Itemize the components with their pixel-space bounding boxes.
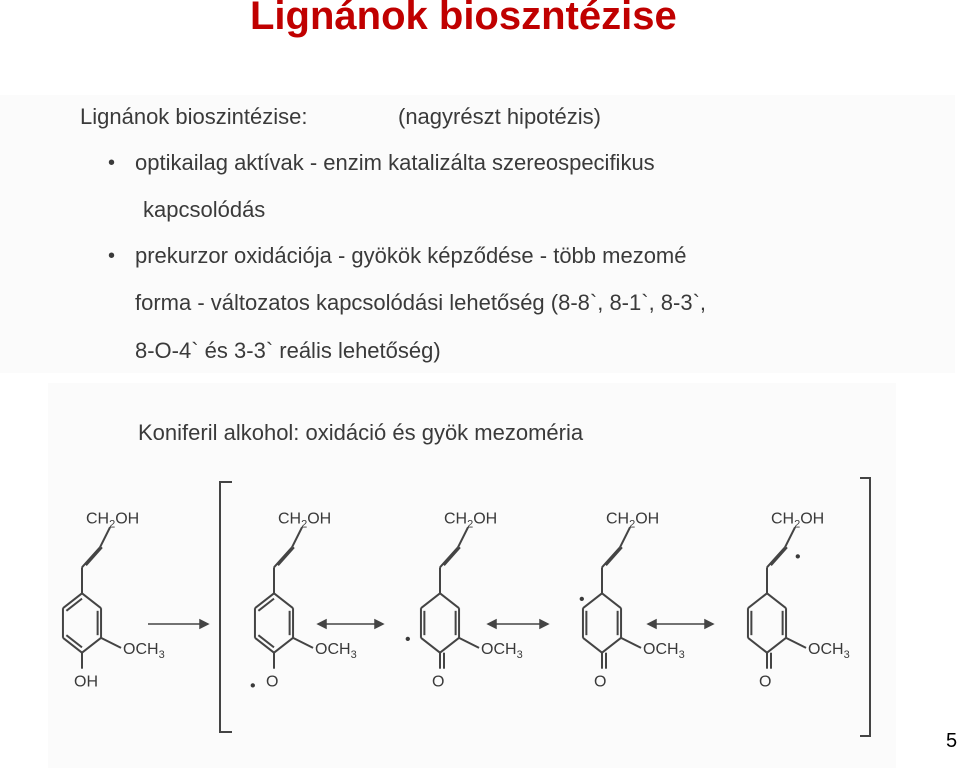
ch2oh-label: CH2OH <box>606 510 659 530</box>
chain-bond <box>766 546 786 568</box>
arrow-head <box>374 618 385 630</box>
arrows <box>148 618 715 630</box>
ring-bond <box>439 637 460 654</box>
ring-bond <box>582 592 603 609</box>
reaction-scheme: CH2OHOCH3OHCH2OHOCH3O•CH2OHOCH3O•CH2OHOC… <box>61 477 871 737</box>
chain-bond <box>619 526 631 548</box>
bullet1-line2: kapcsolódás <box>143 197 266 222</box>
ring-bond <box>601 592 622 609</box>
bullet1-line1: optikailag aktívak - enzim katalizálta s… <box>135 150 655 175</box>
scanned-text-panel <box>0 95 955 373</box>
ring-bond <box>81 592 102 609</box>
ring-bond <box>766 637 787 654</box>
ring-double-bond <box>257 597 275 612</box>
chain-bond <box>273 546 293 568</box>
chain-bond <box>99 526 111 548</box>
slide-title: Lignánok bioszntézise <box>250 0 677 38</box>
ring-bond <box>439 592 460 609</box>
arrow-head <box>539 618 550 630</box>
molecules: CH2OHOCH3OHCH2OHOCH3O•CH2OHOCH3O•CH2OHOC… <box>61 510 850 695</box>
ch2oh-label: CH2OH <box>278 510 331 530</box>
methoxy-bond <box>458 636 480 649</box>
bullet-marker: • <box>108 245 116 267</box>
oxygen-label: O <box>594 674 606 691</box>
och3-label: OCH3 <box>315 641 357 661</box>
chain-bond <box>439 546 459 568</box>
methoxy-bond <box>785 636 807 649</box>
methoxy-bond <box>620 636 642 649</box>
arrow-head <box>199 618 210 630</box>
left-bracket <box>219 481 232 733</box>
oxygen-label: O <box>432 674 444 691</box>
radical-dot: • <box>405 631 411 648</box>
page-number: 5 <box>946 730 958 752</box>
radical-dot: • <box>795 548 801 565</box>
ring-bond <box>582 637 603 654</box>
oxygen-label: O <box>759 674 771 691</box>
chain-bond <box>784 526 796 548</box>
chain-double-bond <box>85 546 103 566</box>
chain-bond <box>601 546 621 568</box>
scan-heading: Lignánok bioszintézise: <box>80 104 308 129</box>
arrow-head <box>486 618 497 630</box>
arrow-head <box>316 618 327 630</box>
scanned-scheme-panel <box>48 383 896 768</box>
och3-label: OCH3 <box>643 641 685 661</box>
ring-bond <box>273 637 294 654</box>
bullet2-line2: forma - változatos kapcsolódási lehetősé… <box>135 290 707 315</box>
radical-dot: • <box>250 678 256 695</box>
ring-bond <box>601 637 622 654</box>
right-bracket <box>860 477 871 737</box>
ring-double-bond <box>257 634 275 649</box>
ring-bond <box>62 637 83 654</box>
bullet2-line1: prekurzor oxidációja - gyökök képződése … <box>135 243 687 268</box>
ring-bond <box>273 592 294 609</box>
scheme-subheading: Koniferil alkohol: oxidáció és gyök mezo… <box>138 420 584 445</box>
ring-bond <box>747 592 768 609</box>
oxygen-label: O <box>266 674 278 691</box>
radical-dot: • <box>579 591 585 608</box>
chain-double-bond <box>443 546 461 566</box>
chain-bond <box>291 526 303 548</box>
scan-heading-note: (nagyrészt hipotézis) <box>398 104 601 129</box>
bullet2-line3: 8-O-4` és 3-3` reális lehetőség) <box>135 338 441 363</box>
ring-bond <box>747 637 768 654</box>
ch2oh-label: CH2OH <box>86 510 139 530</box>
chain-bond <box>457 526 469 548</box>
chain-double-bond <box>770 546 788 566</box>
ring-double-bond <box>65 634 83 649</box>
ch2oh-label: CH2OH <box>771 510 824 530</box>
ring-bond <box>420 592 441 609</box>
och3-label: OCH3 <box>481 641 523 661</box>
ring-bond <box>254 637 275 654</box>
ring-bond <box>420 637 441 654</box>
arrow-head <box>646 618 657 630</box>
oxygen-label: OH <box>74 674 98 691</box>
ring-bond <box>766 592 787 609</box>
ring-bond <box>81 637 102 654</box>
ring-bond <box>62 592 83 609</box>
och3-label: OCH3 <box>123 641 165 661</box>
chain-bond <box>81 546 101 568</box>
chain-double-bond <box>277 546 295 566</box>
och3-label: OCH3 <box>808 641 850 661</box>
chain-double-bond <box>605 546 623 566</box>
methoxy-bond <box>292 636 314 649</box>
bullet-marker: • <box>108 152 116 174</box>
ch2oh-label: CH2OH <box>444 510 497 530</box>
ring-double-bond <box>65 597 83 612</box>
ring-bond <box>254 592 275 609</box>
methoxy-bond <box>100 636 122 649</box>
arrow-head <box>704 618 715 630</box>
scheme-lines <box>219 477 871 737</box>
